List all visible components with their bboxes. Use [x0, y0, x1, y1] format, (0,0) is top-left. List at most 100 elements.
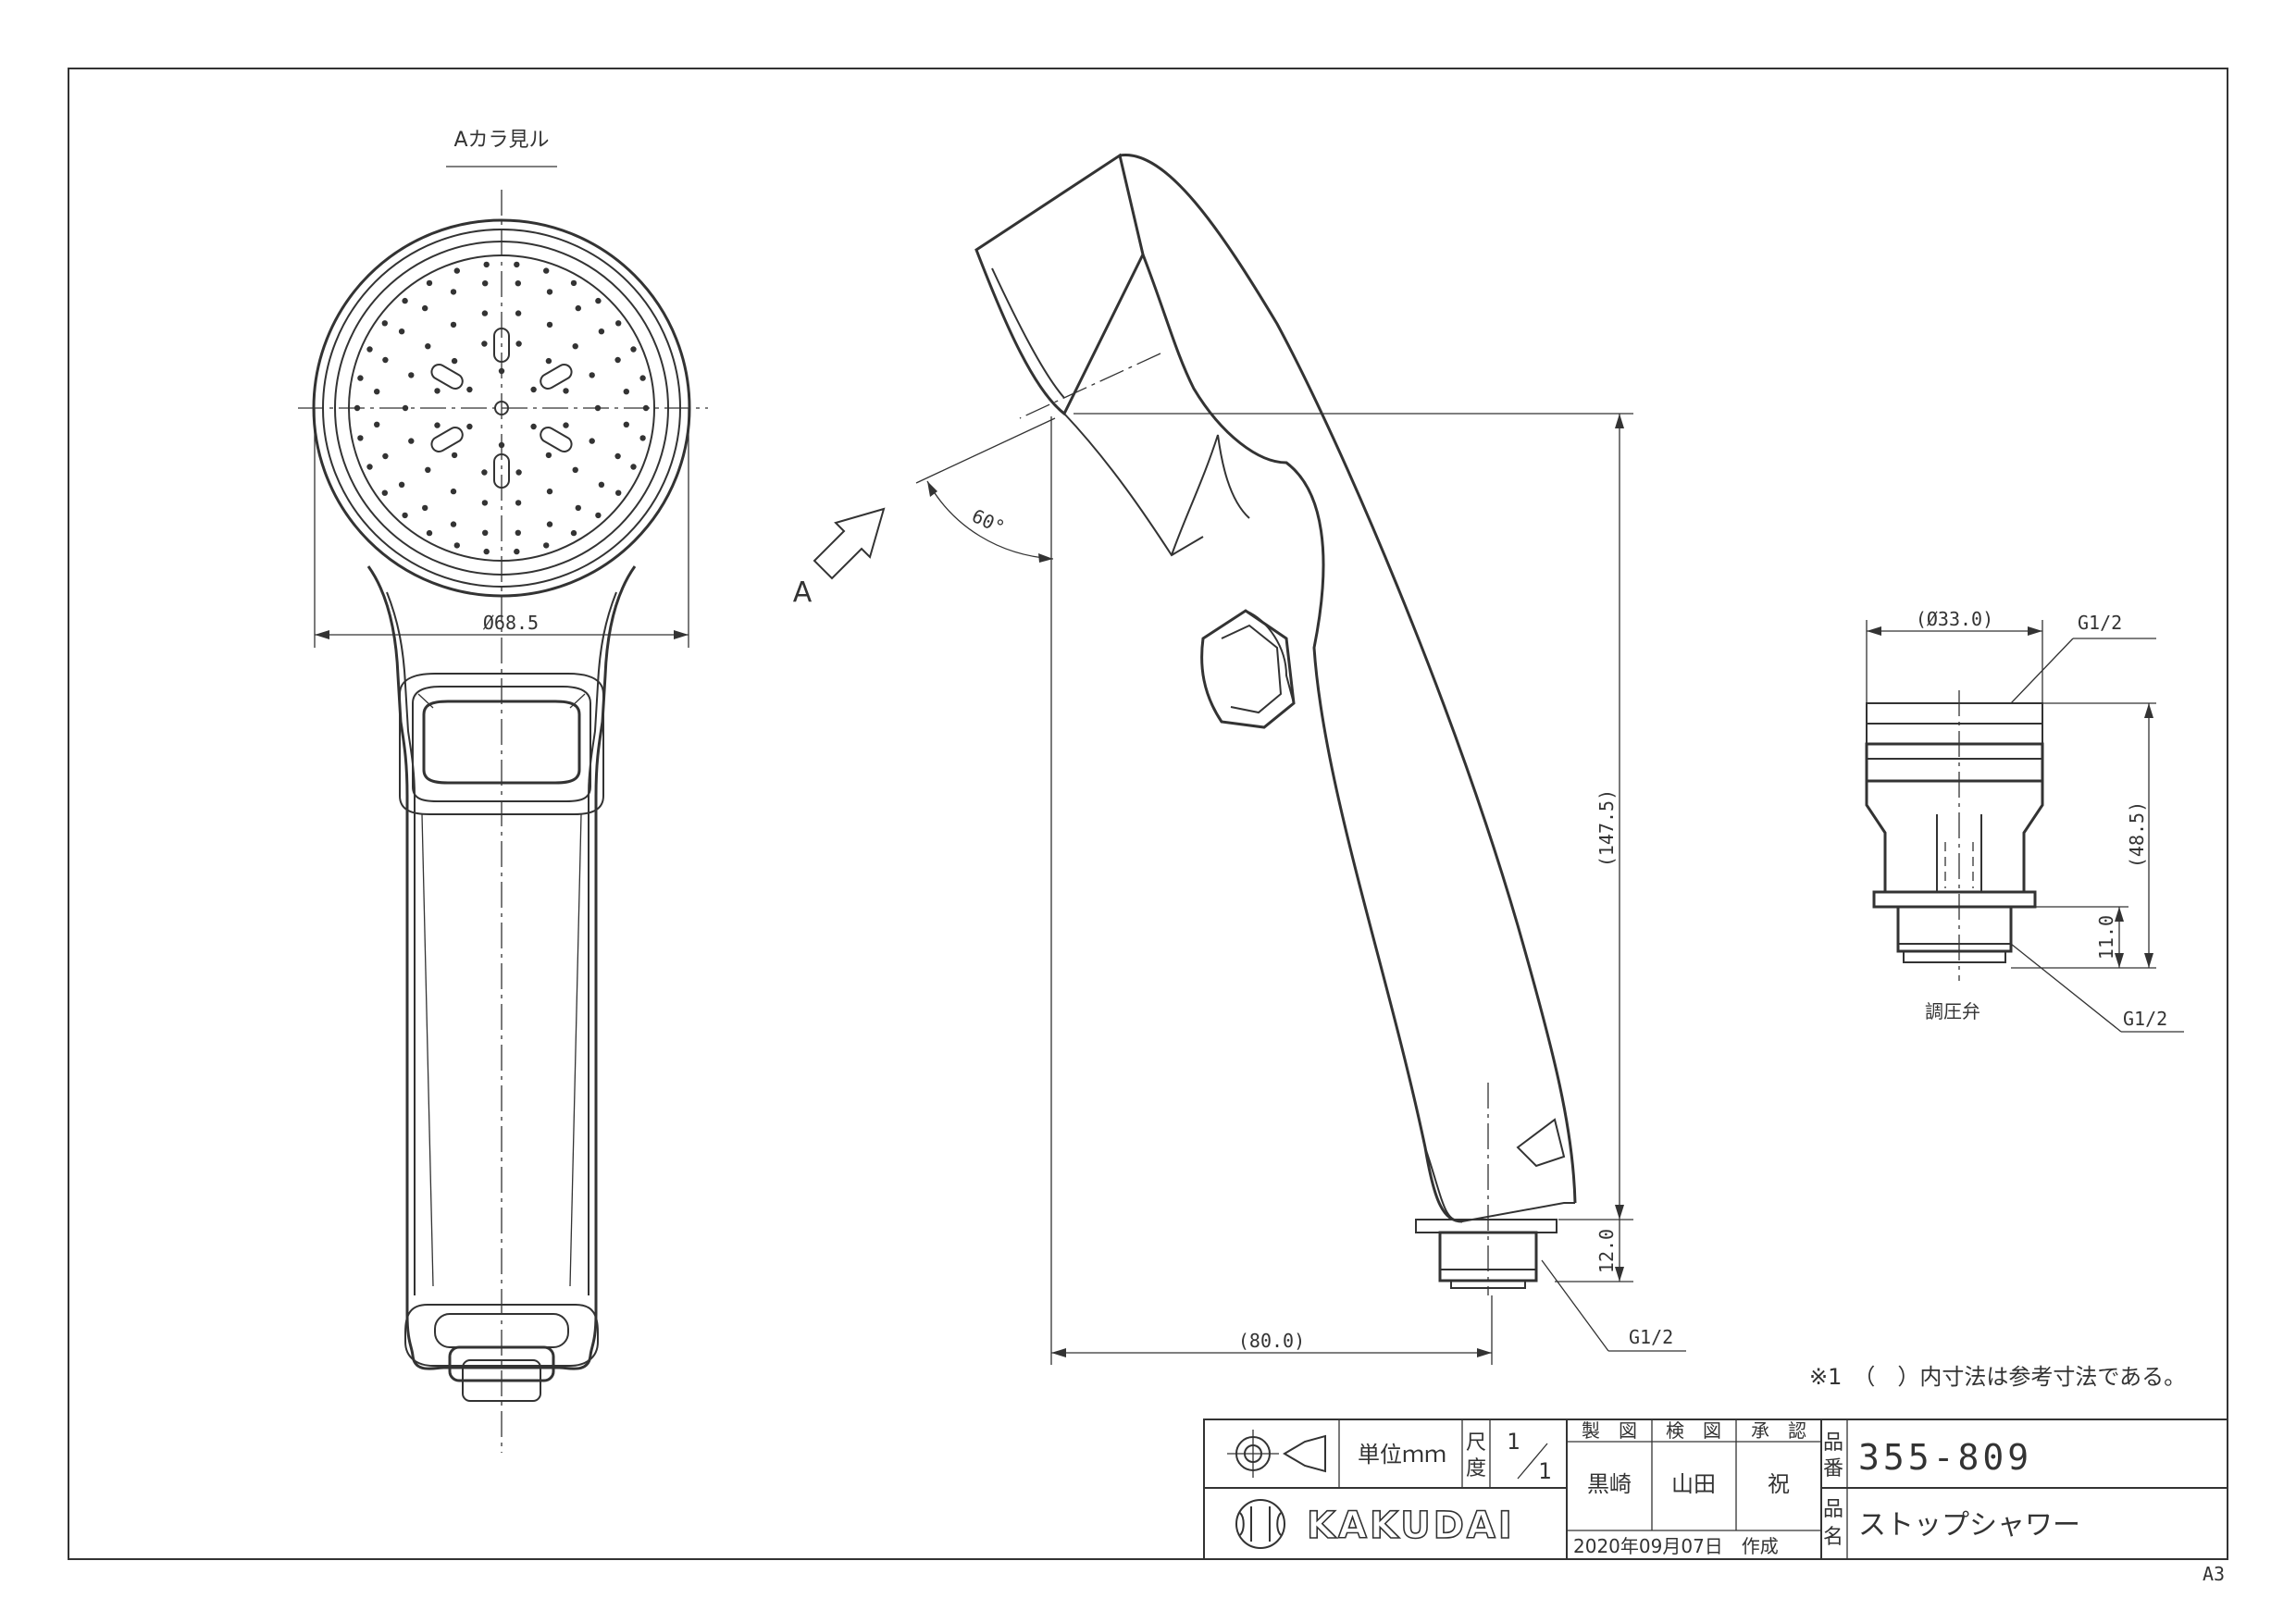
- spray-dot: [450, 321, 457, 328]
- spray-dot: [594, 404, 602, 412]
- spray-dot: [381, 320, 388, 327]
- spray-dot: [572, 343, 578, 350]
- spray-dot: [595, 512, 602, 519]
- spray-dot: [589, 438, 595, 444]
- handle-inner-line-r: [569, 813, 582, 1287]
- kakudai-logo: KAKUDAI: [1235, 1499, 1513, 1549]
- spray-dot: [572, 466, 578, 473]
- dim-arrow: [2028, 626, 2042, 636]
- slot-nozzles: [430, 328, 573, 489]
- spray-dot: [408, 372, 415, 378]
- spray-dot: [354, 404, 361, 412]
- valve-name: 調圧弁: [1925, 1000, 1980, 1022]
- title-block-frame: [1203, 1419, 2228, 1560]
- spray-dot: [563, 422, 569, 428]
- unit-label: 単位ｍｍ: [1358, 1442, 1446, 1468]
- dim-thread-height: 12.0: [1595, 1229, 1618, 1273]
- spray-dot: [481, 310, 489, 316]
- valve-top-body: [1866, 723, 2043, 745]
- spray-dot: [482, 280, 489, 287]
- dim-arrow: [1038, 553, 1053, 563]
- handle-outline: [366, 565, 637, 1370]
- spray-dot: [543, 542, 550, 549]
- dim-valve-thread: 11.0: [2095, 915, 2117, 960]
- stop-button-housing-inner: [412, 686, 591, 802]
- role-checker: 検 図: [1666, 1419, 1721, 1442]
- dim-arrow: [1867, 626, 1881, 636]
- spray-dot: [514, 261, 520, 268]
- view-label: Aカラ見ル: [453, 129, 549, 152]
- side-tail: [1424, 1146, 1575, 1223]
- spray-dot: [630, 464, 637, 470]
- spray-dots: [354, 261, 650, 555]
- dim-arrow: [2115, 907, 2124, 922]
- spray-dot: [598, 328, 605, 335]
- dim-arrow: [2115, 953, 2124, 968]
- bottom-connector-outer: [404, 1304, 599, 1367]
- spray-dot: [515, 280, 521, 287]
- spray-dot: [366, 464, 373, 470]
- dim-width: (80.0): [1238, 1330, 1305, 1352]
- spray-dot: [450, 488, 457, 495]
- spray-dot: [466, 423, 473, 430]
- side-head-face: [974, 153, 1145, 416]
- valve-bottom-leader: [2010, 943, 2122, 1033]
- dim-angle-arc: [926, 480, 1054, 560]
- spray-dot: [545, 452, 552, 459]
- spray-dot: [498, 367, 505, 375]
- spray-dot: [466, 386, 473, 393]
- side-body-front: [1141, 254, 1463, 1223]
- arrow-a-icon: [813, 507, 886, 580]
- spray-dot: [434, 422, 441, 428]
- dim-valve-diameter: (Ø33.0): [1916, 608, 1993, 630]
- spray-dot: [453, 267, 460, 274]
- front-view: Aカラ見ル: [298, 129, 708, 1453]
- spray-dot: [381, 489, 388, 496]
- spray-dot: [374, 421, 380, 427]
- spray-dot: [402, 512, 408, 519]
- paper-size: A3: [2203, 1563, 2225, 1585]
- stop-button-shadow-l: [417, 693, 434, 709]
- spray-dot: [382, 452, 389, 460]
- spray-dot: [426, 529, 433, 537]
- spray-dot: [515, 529, 521, 536]
- side-head-back-face: [1063, 413, 1204, 557]
- slot-nozzle: [540, 427, 573, 452]
- handle-inner-left: [386, 591, 416, 1295]
- third-angle-projection-icon: [1227, 1430, 1326, 1478]
- valve-upper-body: [1865, 742, 2044, 783]
- side-stop-button: [1200, 609, 1296, 729]
- name-drafter: 黒崎: [1587, 1471, 1632, 1497]
- spray-dot: [595, 297, 602, 304]
- spray-dot: [630, 346, 637, 353]
- spray-dot: [425, 466, 431, 473]
- spray-dot: [514, 548, 520, 555]
- spray-dot: [575, 304, 581, 312]
- slot-nozzle: [540, 364, 573, 390]
- bottom-thread-inner: [462, 1359, 541, 1402]
- slot-nozzle: [430, 364, 464, 390]
- spray-dot: [546, 289, 553, 295]
- head-ring-2: [334, 241, 669, 576]
- side-fin: [1171, 434, 1250, 556]
- dim-length: (147.5): [1595, 789, 1618, 867]
- spray-dot: [515, 469, 522, 476]
- pressure-valve-view: (Ø33.0) G1/2 (48.5) 11.0 G1/2 調圧弁: [1865, 608, 2184, 1033]
- side-stop-button-inner: [1245, 610, 1295, 704]
- reference-note: ※1 （ ）内寸法は参考寸法である。: [1809, 1364, 2186, 1390]
- spray-dot: [483, 261, 490, 268]
- name-checker: 山田: [1671, 1471, 1716, 1497]
- part-name-label-1: 品: [1823, 1498, 1843, 1521]
- dim-arrow: [315, 630, 329, 639]
- spray-dot: [614, 452, 621, 460]
- dim-arrow: [1477, 1348, 1492, 1357]
- valve-bottom-thread-label: G1/2: [2123, 1008, 2167, 1030]
- valve-top-thread-label: G1/2: [2078, 612, 2122, 634]
- spray-dot: [408, 438, 415, 444]
- side-connector-collar: [1415, 1219, 1558, 1233]
- spray-dot: [614, 356, 621, 364]
- spray-face-circle: [348, 254, 655, 562]
- scale-slash: [1517, 1443, 1548, 1480]
- spray-dot: [422, 304, 428, 312]
